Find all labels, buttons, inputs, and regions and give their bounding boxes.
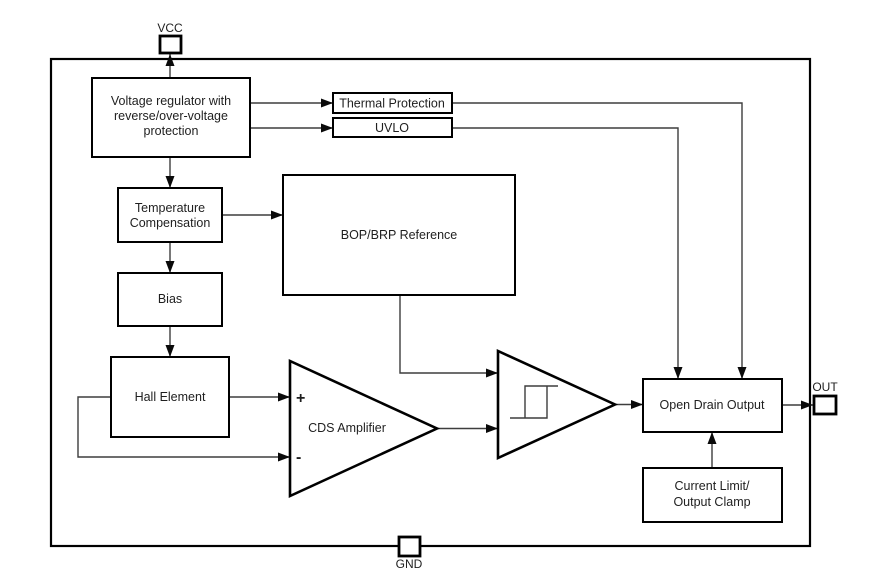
current-limit-label-line2: Output Clamp <box>673 495 750 509</box>
schmitt-trigger-triangle <box>496 348 619 461</box>
hall-element-box <box>110 356 230 438</box>
hysteresis-rising-curve <box>510 386 548 419</box>
temperature-compensation-label-line2: Compensation <box>130 216 211 230</box>
block-temperature-compensation: Temperature Compensation <box>117 187 223 243</box>
gnd-pin-label: GND <box>396 557 423 571</box>
cds-amplifier-plus-sign: + <box>296 390 305 407</box>
connector-thermal-protection-to-open-drain-output <box>452 102 747 379</box>
temperature-compensation-label-line1: Temperature <box>135 201 205 215</box>
connector-hall-element-to-cds-minus-input <box>77 396 290 462</box>
vcc-pad <box>158 34 183 55</box>
voltage-regulator-label-line2: reverse/over-voltage <box>114 109 228 123</box>
block-cds-amplifier: + - CDS Amplifier <box>288 358 441 499</box>
hysteresis-icon <box>510 385 558 419</box>
block-uvlo: UVLO <box>332 117 453 138</box>
voltage-regulator-label-line1: Voltage regulator with <box>111 94 231 108</box>
current-limit-output-clamp-box <box>642 467 783 523</box>
cds-amplifier-minus-sign: - <box>296 449 301 466</box>
pin-vcc: VCC <box>157 21 183 55</box>
pin-out: OUT <box>812 380 838 416</box>
hall-element-label: Hall Element <box>135 390 206 404</box>
cds-amplifier-triangle <box>288 358 441 499</box>
thermal-protection-box <box>332 92 453 114</box>
out-pin-label: OUT <box>812 380 838 394</box>
pin-gnd: GND <box>396 535 423 571</box>
cds-amplifier-label: CDS Amplifier <box>308 421 386 435</box>
voltage-regulator-box <box>91 77 251 158</box>
block-schmitt-trigger <box>496 348 619 461</box>
open-drain-output-box <box>642 378 783 433</box>
block-current-limit-output-clamp: Current Limit/ Output Clamp <box>642 467 783 523</box>
thermal-protection-label: Thermal Protection <box>339 97 445 111</box>
gnd-pad <box>397 535 422 558</box>
out-pad <box>812 394 838 416</box>
connectors <box>77 54 813 468</box>
bop-brp-reference-label: BOP/BRP Reference <box>341 228 458 242</box>
hysteresis-falling-curve <box>524 385 558 418</box>
bias-label: Bias <box>158 292 182 306</box>
block-bop-brp-reference: BOP/BRP Reference <box>282 174 516 296</box>
uvlo-box <box>332 117 453 138</box>
voltage-regulator-label-line3: protection <box>144 124 199 138</box>
bias-box <box>117 272 223 327</box>
chip-boundary <box>49 57 812 548</box>
block-open-drain-output: Open Drain Output <box>642 378 783 433</box>
temperature-compensation-box <box>117 187 223 243</box>
connector-uvlo-to-open-drain-output <box>452 127 683 379</box>
block-voltage-regulator: Voltage regulator with reverse/over-volt… <box>91 77 251 158</box>
bop-brp-reference-box <box>282 174 516 296</box>
block-bias: Bias <box>117 272 223 327</box>
block-thermal-protection: Thermal Protection <box>332 92 453 114</box>
vcc-pin-label: VCC <box>157 21 183 35</box>
open-drain-output-label: Open Drain Output <box>660 398 765 412</box>
current-limit-label-line1: Current Limit/ <box>674 479 750 493</box>
connector-bop-brp-reference-to-schmitt-trigger <box>399 295 498 378</box>
block-hall-element: Hall Element <box>110 356 230 438</box>
uvlo-label: UVLO <box>375 121 409 135</box>
